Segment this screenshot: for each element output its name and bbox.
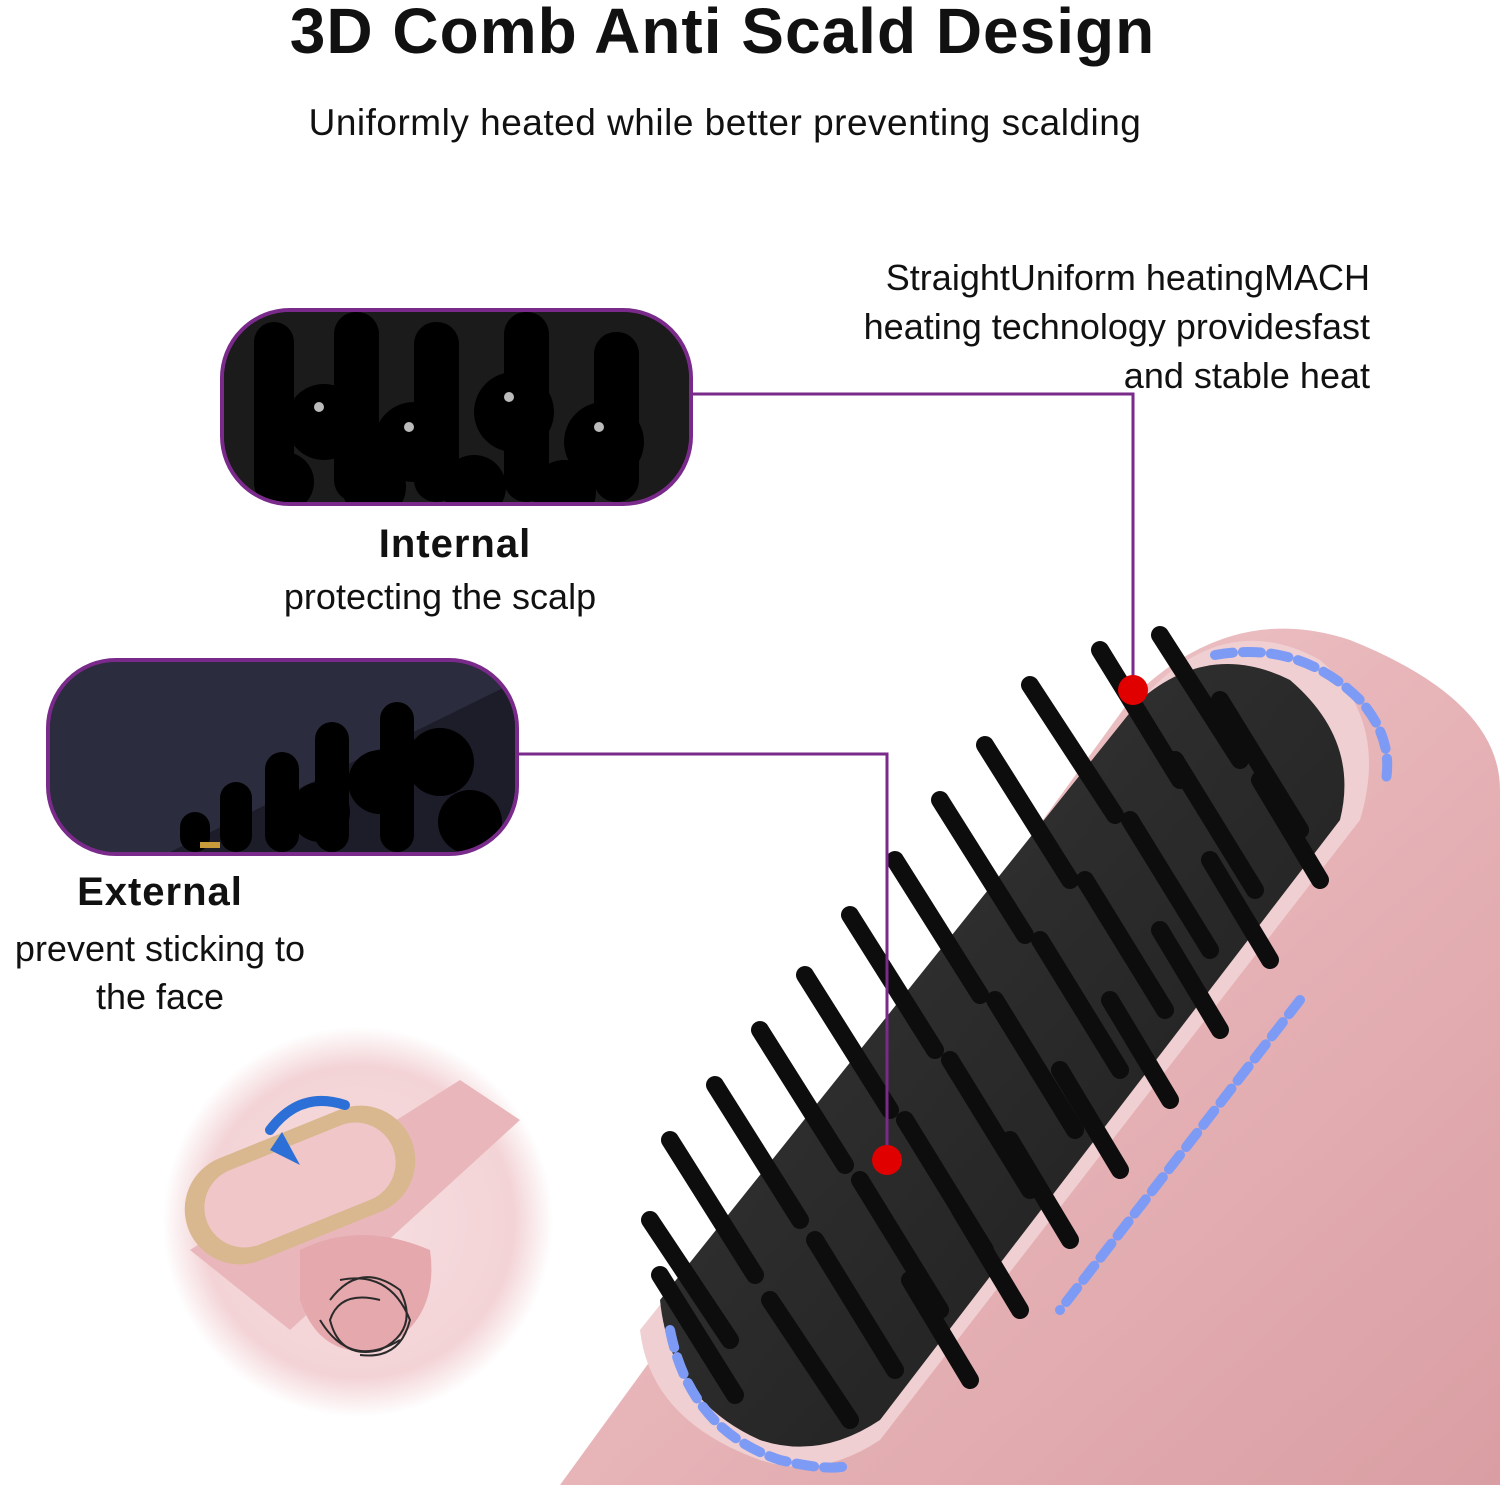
heating-callout-line: heating technology providesfast <box>863 306 1370 347</box>
marker-internal-dot <box>1118 675 1148 705</box>
heating-callout: StraightUniform heatingMACH heating tech… <box>770 253 1370 400</box>
heating-callout-line: and stable heat <box>1123 355 1370 396</box>
internal-description: protecting the scalp <box>283 576 597 617</box>
external-label: External <box>77 870 243 914</box>
page-subtitle: Uniformly heated while better preventing… <box>308 102 1142 143</box>
bristles <box>641 626 1329 1429</box>
external-description-line: prevent sticking to <box>14 928 306 969</box>
internal-bristles-photo <box>220 308 693 506</box>
external-description: prevent sticking to the face <box>0 925 410 1021</box>
rotate-arrow-icon <box>265 1095 350 1165</box>
hair-removal-inset <box>163 1027 553 1417</box>
connector-lines <box>512 392 1135 1160</box>
external-bristles-photo <box>46 658 519 856</box>
internal-label: Internal <box>378 522 532 566</box>
heating-callout-line: StraightUniform heatingMACH <box>885 257 1370 298</box>
external-description-line: the face <box>95 976 225 1017</box>
page-title: 3D Comb Anti Scald Design <box>289 0 1156 67</box>
led-strip <box>665 647 1393 1473</box>
marker-external-dot <box>872 1145 902 1175</box>
